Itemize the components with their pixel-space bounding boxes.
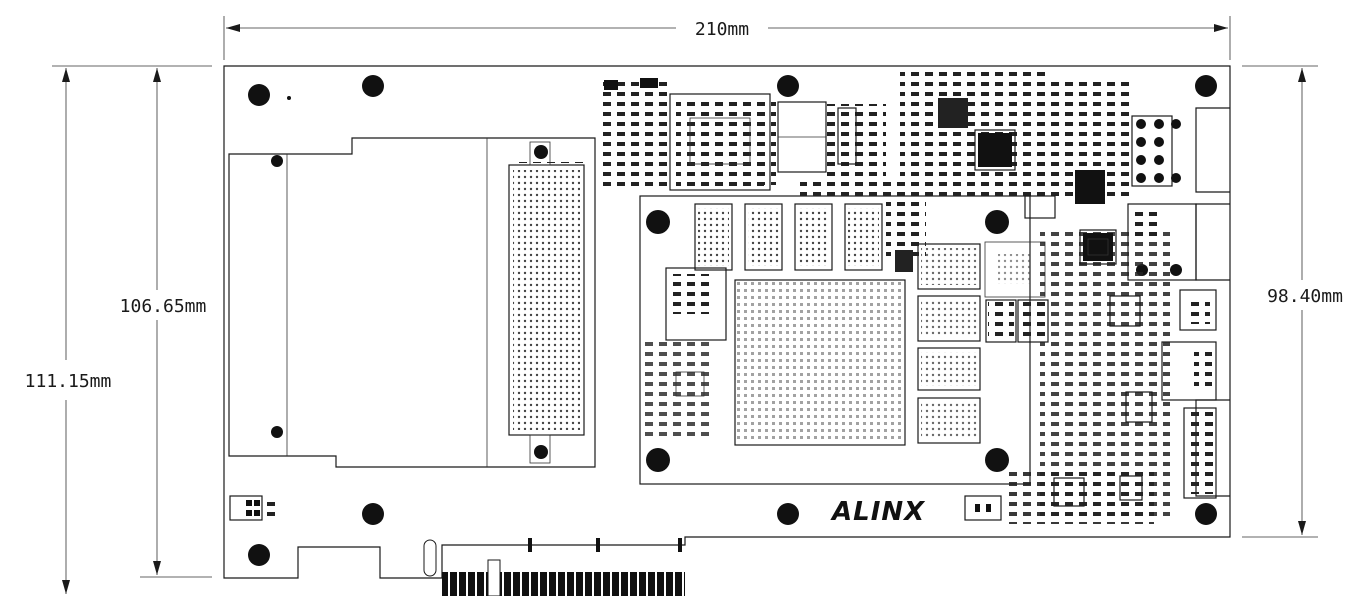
- power-section: [600, 78, 940, 198]
- fmc-module: [228, 137, 596, 468]
- power-connector: [229, 495, 280, 521]
- outer-height-label: 111.15mm: [25, 371, 112, 392]
- peripheral-section: [900, 72, 1181, 219]
- alinx-logo: ALINX: [830, 497, 926, 527]
- fingers-left-slot: [423, 539, 437, 577]
- finger-markers: [528, 538, 682, 552]
- right-height-label: 98.40mm: [1267, 286, 1343, 307]
- core-board: [639, 195, 1049, 485]
- width-dimension: 210mm: [223, 16, 1231, 60]
- pcie-gold-fingers: [442, 572, 685, 596]
- width-label: 210mm: [695, 19, 749, 40]
- bottom-smd-cluster: [1004, 468, 1154, 524]
- small-header-connector: [964, 495, 1002, 521]
- outer-height-dimension: 111.15mm: [25, 65, 212, 594]
- inner-height-dimension: 106.65mm: [120, 68, 212, 578]
- mounting-holes: [248, 75, 1217, 566]
- inner-height-label: 106.65mm: [120, 296, 207, 317]
- right-height-dimension: 98.40mm: [1242, 65, 1343, 538]
- pcie-key-slot: [487, 559, 501, 596]
